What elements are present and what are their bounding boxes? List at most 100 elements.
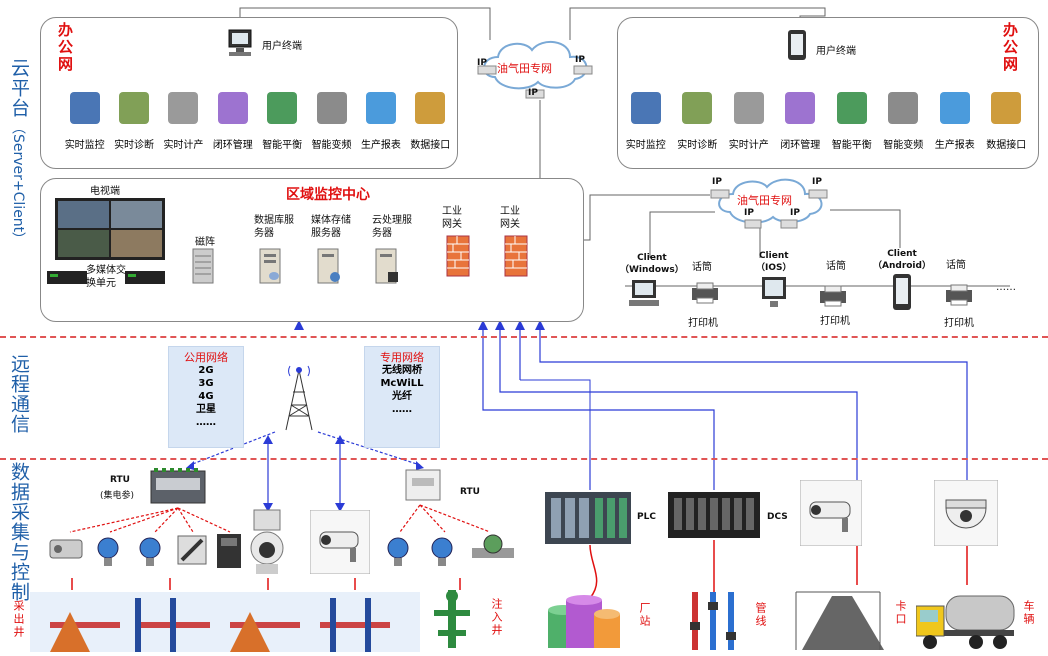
terminal-label-left: 用户终端 [262, 41, 302, 52]
client-android-label: Client （Android） [873, 249, 931, 271]
app-icon [267, 92, 298, 124]
tanker-truck-icon [916, 586, 1016, 652]
separator-comm [0, 458, 1048, 460]
network-item: 2G [198, 365, 214, 376]
app-icon [888, 92, 919, 124]
desktop-terminal-icon [225, 28, 255, 58]
app-item[interactable]: 实时监控 [60, 92, 109, 151]
app-label: 实时诊断 [114, 140, 155, 151]
rtu1-sub-label: (集电参) [100, 491, 135, 501]
ip-label: IP [744, 208, 754, 218]
app-item[interactable]: 实时诊断 [109, 92, 158, 151]
media-server-label: 媒体存储服务器 [311, 215, 351, 239]
ip-label: IP [712, 177, 722, 187]
network-item: 卫星 [196, 404, 216, 415]
gateway2-label: 工业网关 [500, 206, 520, 230]
media-switch-icon [47, 268, 87, 286]
printer-icon [944, 284, 974, 306]
app-item[interactable]: 智能变频 [307, 92, 356, 151]
site-pipe-label: 管线 [754, 602, 767, 628]
pressure-sensor-icon [424, 532, 460, 568]
printer-icon [818, 285, 848, 307]
ip-label: IP [790, 208, 800, 218]
printer-label: 打印机 [688, 318, 718, 329]
network-item: 无线网桥 [382, 365, 422, 376]
app-row-right: 实时监控实时诊断实时计产闭环管理智能平衡智能变频生产报表数据接口 [620, 92, 1032, 162]
ios-device-icon [758, 275, 792, 311]
app-item[interactable]: 数据接口 [981, 92, 1033, 151]
app-item[interactable]: 实时计产 [159, 92, 208, 151]
dcs-icon [668, 488, 760, 540]
flow-meter-icon [470, 532, 516, 568]
oilfield-cloud-client [705, 172, 835, 234]
injection-well-icon [428, 586, 478, 650]
rtu2-device-icon [404, 466, 442, 506]
plant-tanks-icon [544, 594, 624, 652]
pump-jack-field [30, 592, 420, 652]
app-icon [69, 92, 100, 124]
app-item[interactable]: 智能变频 [878, 92, 930, 151]
media-server-icon [316, 248, 342, 284]
cloud-top-label: 油气田专网 [497, 62, 552, 75]
app-icon [991, 92, 1022, 124]
app-icon [365, 92, 396, 124]
app-icon [836, 92, 867, 124]
ip-label: IP [528, 88, 538, 98]
video-wall-icon [55, 198, 165, 260]
app-item[interactable]: 实时监控 [620, 92, 672, 151]
mic-label: 话筒 [826, 261, 846, 272]
network-item: …… [196, 417, 216, 428]
gateway1-label: 工业网关 [442, 206, 462, 230]
app-label: 智能平衡 [262, 140, 303, 151]
app-label: 智能变频 [311, 140, 352, 151]
cloud-server-icon [374, 248, 400, 284]
app-item[interactable]: 生产报表 [356, 92, 405, 151]
terminal-label-right: 用户终端 [816, 46, 856, 57]
app-icon [785, 92, 816, 124]
app-item[interactable]: 智能平衡 [258, 92, 307, 151]
radio-tower-icon [278, 360, 320, 432]
network-item: 3G [198, 378, 214, 389]
network-item: …… [392, 404, 412, 415]
pressure-sensor-icon [90, 532, 126, 568]
rtu1-label: RTU [110, 475, 130, 485]
app-label: 闭环管理 [212, 140, 253, 151]
app-item[interactable]: 实时计产 [723, 92, 775, 151]
app-item[interactable]: 数据接口 [406, 92, 455, 151]
client-windows-label: Client （Windows） [620, 253, 684, 275]
side-label-cloud: 云平台 [8, 58, 30, 118]
app-icon [168, 92, 199, 124]
network-item: McWiLL [380, 378, 424, 389]
app-item[interactable]: 智能平衡 [826, 92, 878, 151]
app-icon [630, 92, 661, 124]
app-item[interactable]: 闭环管理 [775, 92, 827, 151]
printer-icon [690, 282, 720, 304]
app-item[interactable]: 闭环管理 [208, 92, 257, 151]
app-label: 实时计产 [728, 140, 769, 151]
app-label: 生产报表 [934, 140, 975, 151]
app-label: 实时计产 [163, 140, 204, 151]
pressure-sensor-icon [380, 532, 416, 568]
firewall-icon [445, 234, 473, 278]
app-label: 实时监控 [64, 140, 105, 151]
app-label: 实时诊断 [677, 140, 718, 151]
public-network-title: 公用网络 [184, 351, 228, 364]
more-clients: …… [996, 282, 1016, 293]
app-icon [316, 92, 347, 124]
site-well-label: 采出井 [12, 600, 25, 639]
app-item[interactable]: 实时诊断 [672, 92, 724, 151]
app-label: 实时监控 [625, 140, 666, 151]
client-ios-label: Client （IOS） [756, 251, 792, 273]
ip-label: IP [812, 177, 822, 187]
app-label: 智能平衡 [831, 140, 872, 151]
app-item[interactable]: 生产报表 [929, 92, 981, 151]
tv-label: 电视端 [90, 186, 120, 197]
app-row-left: 实时监控实时诊断实时计产闭环管理智能平衡智能变频生产报表数据接口 [60, 92, 455, 162]
office-title-left: 办公网 [56, 22, 74, 73]
app-label: 数据接口 [410, 140, 451, 151]
rtu2-label: RTU [460, 487, 480, 497]
bullet-camera-icon [310, 510, 370, 574]
pipeline-icon [690, 592, 746, 650]
site-gate-label: 卡口 [894, 600, 907, 626]
